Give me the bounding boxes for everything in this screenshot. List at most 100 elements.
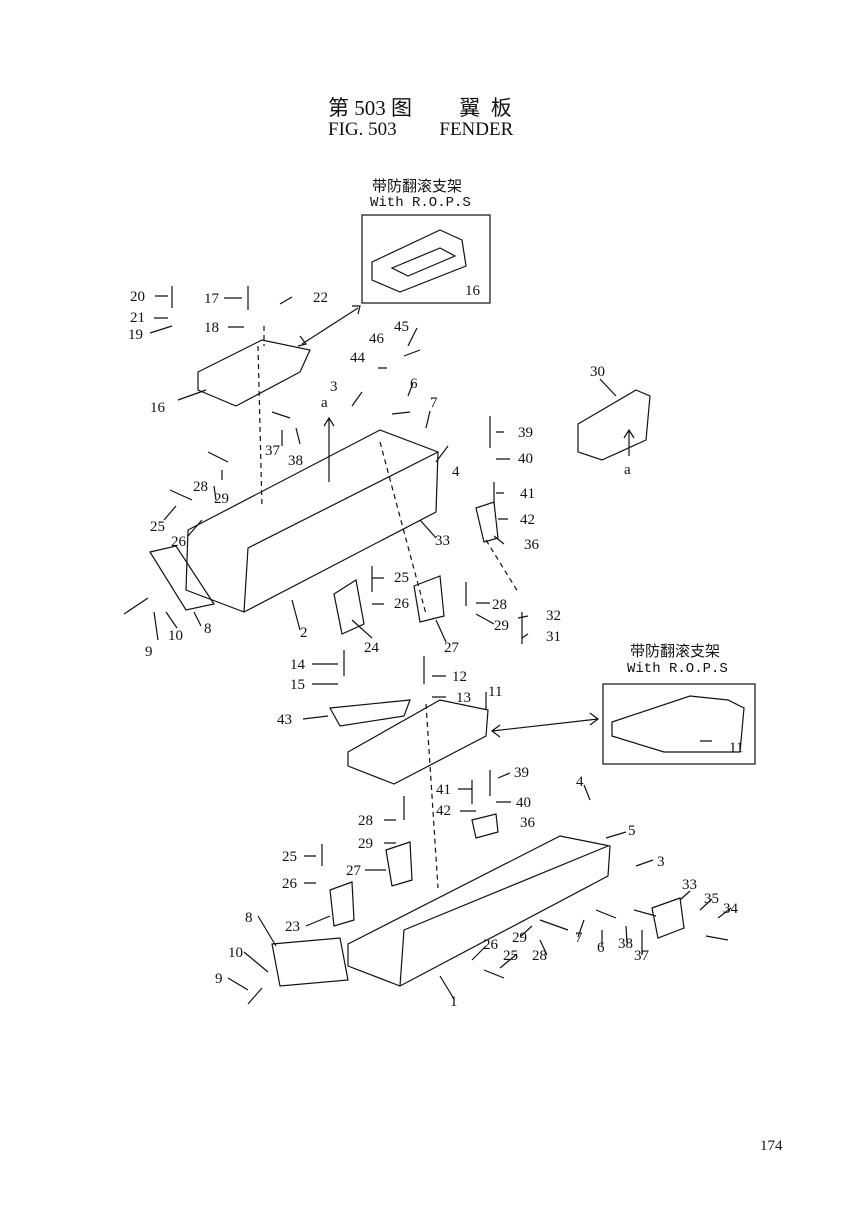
callout-25-bottom: 25: [503, 948, 518, 964]
plate-43: [329, 699, 411, 727]
callout-30: 30: [590, 364, 605, 380]
part-callouts: 1 2 3 3 4 4 5 6 6 7 7 8 8 9 9 10 10 11 1…: [128, 283, 743, 1010]
callout-3-upper: 3: [330, 379, 338, 395]
callout-37-lower: 37: [634, 948, 650, 964]
inset-right-label-en: With R.O.P.S: [627, 661, 728, 677]
callout-29-upper-left: 29: [214, 491, 229, 507]
figure-number-en: FIG. 503: [328, 119, 397, 140]
callout-8-upper: 8: [204, 621, 212, 637]
upper-fender-plate: [197, 339, 311, 407]
callout-25-lower: 25: [282, 849, 297, 865]
callout-44: 44: [350, 350, 366, 366]
callout-28-lower: 28: [358, 813, 373, 829]
callout-18: 18: [204, 320, 219, 336]
callout-16-main: 16: [150, 400, 166, 416]
callout-22: 22: [313, 290, 328, 306]
inset-top-label-en: With R.O.P.S: [370, 195, 471, 211]
callout-38-lower: 38: [618, 936, 633, 952]
detail-arrow-labels: a a: [321, 395, 631, 478]
upper-frame: [185, 429, 439, 613]
double-arrow-right: [491, 712, 599, 738]
callout-39-upper: 39: [518, 425, 533, 441]
callout-38-upper: 38: [288, 453, 303, 469]
callout-19: 19: [128, 327, 143, 343]
callout-17: 17: [204, 291, 220, 307]
callout-32: 32: [546, 608, 561, 624]
callout-7-upper: 7: [430, 395, 438, 411]
inset-right-label-zh: 带防翻滚支架: [630, 644, 721, 660]
inset-box-right: [602, 683, 756, 765]
inset-right-fender-plate: [611, 695, 745, 753]
middle-fender-plate: [347, 699, 489, 785]
callout-41-lower: 41: [436, 782, 451, 798]
detail-letter-cover: a: [624, 462, 631, 478]
callout-33-lower: 33: [682, 877, 697, 893]
callout-40-upper: 40: [518, 451, 533, 467]
callout-5: 5: [628, 823, 636, 839]
lower-step: [271, 937, 349, 987]
double-arrow-top: [297, 305, 361, 347]
callout-41-upper: 41: [520, 486, 535, 502]
callout-42-lower: 42: [436, 803, 451, 819]
bracket-23: [329, 881, 355, 927]
callout-27-lower: 27: [346, 863, 362, 879]
callout-3-lower: 3: [657, 854, 665, 870]
callout-15: 15: [290, 677, 305, 693]
callout-9-upper: 9: [145, 644, 153, 660]
callout-28-bottom: 28: [532, 948, 547, 964]
callout-11-main: 11: [488, 684, 502, 700]
callout-6-upper: 6: [410, 376, 418, 392]
figure-title-zh: 第 503 图 翼 板: [328, 92, 512, 122]
figure-title-en: FIG. 503 FENDER: [328, 119, 513, 141]
callout-33-upper: 33: [435, 533, 450, 549]
callout-26-lower: 26: [282, 876, 298, 892]
callout-21: 21: [130, 310, 145, 326]
bracket-24: [333, 579, 365, 635]
inset-top-label-zh: 带防翻滚支架: [372, 179, 463, 195]
inset-box-top: [361, 214, 491, 304]
callout-29-lower: 29: [358, 836, 373, 852]
callout-29-bottom: 29: [512, 930, 527, 946]
figure-number-zh: 第 503 图: [328, 96, 412, 120]
callout-29-upper-right: 29: [494, 618, 509, 634]
callout-12: 12: [452, 669, 467, 685]
callout-10-lower: 10: [228, 945, 243, 961]
callout-2: 2: [300, 625, 308, 641]
detail-arrow-a-cover: [623, 428, 635, 456]
callout-24: 24: [364, 640, 380, 656]
callout-4-lower: 4: [576, 774, 584, 790]
callout-16-inset: 16: [465, 283, 481, 299]
upper-step: [149, 545, 215, 611]
cover-30: [577, 389, 651, 461]
callout-20: 20: [130, 289, 145, 305]
bracket-27-lower: [385, 841, 413, 887]
detail-arrow-a-main: [323, 416, 335, 482]
part-name-zh: 翼 板: [459, 96, 512, 120]
callout-23: 23: [285, 919, 300, 935]
callout-43: 43: [277, 712, 292, 728]
callout-46: 46: [369, 331, 385, 347]
callout-8-lower: 8: [245, 910, 253, 926]
bracket-36-lower: [471, 813, 499, 839]
callout-42-upper: 42: [520, 512, 535, 528]
part-name-en: FENDER: [439, 119, 514, 140]
callout-27-upper: 27: [444, 640, 460, 656]
callout-31: 31: [546, 629, 561, 645]
plate-33: [651, 897, 685, 939]
callout-7-lower: 7: [575, 930, 583, 946]
detail-letter-main: a: [321, 395, 328, 411]
callout-35: 35: [704, 891, 719, 907]
callout-37-upper: 37: [265, 443, 281, 459]
callout-34: 34: [723, 901, 739, 917]
callout-36-lower: 36: [520, 815, 536, 831]
lower-frame: [347, 835, 611, 987]
bracket-36-upper: [475, 501, 499, 543]
callout-11-inset: 11: [729, 740, 743, 756]
callout-26-upper: 26: [394, 596, 410, 612]
callout-1: 1: [450, 994, 458, 1010]
callout-26-bottom: 26: [483, 937, 499, 953]
bracket-27: [413, 575, 445, 623]
callout-40-lower: 40: [516, 795, 531, 811]
callout-14: 14: [290, 657, 306, 673]
